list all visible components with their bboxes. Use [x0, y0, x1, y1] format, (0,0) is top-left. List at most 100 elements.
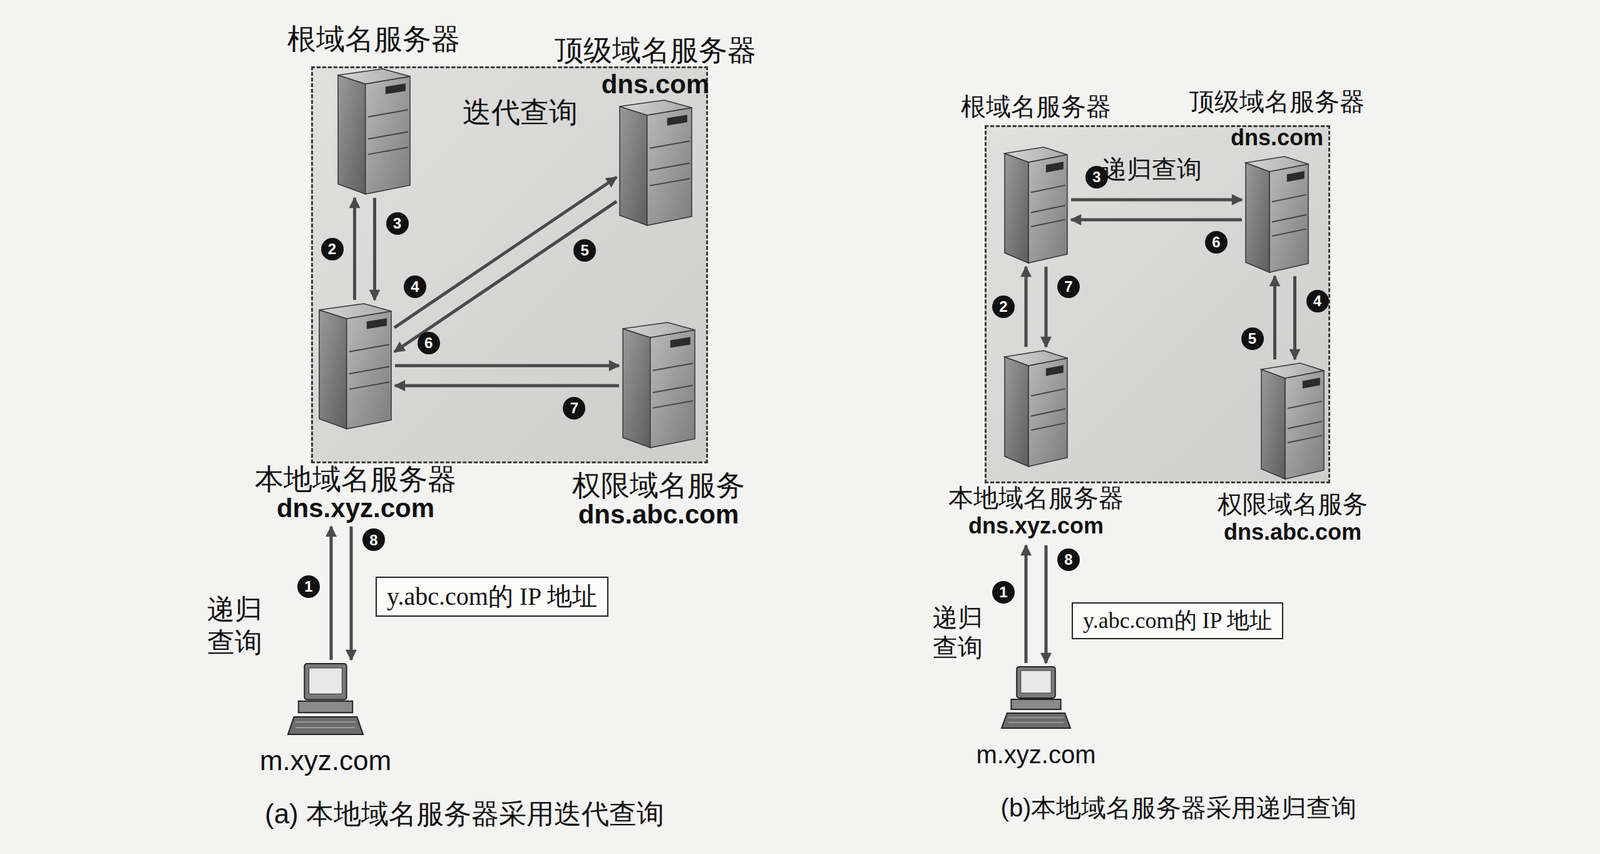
- server-front: [346, 311, 392, 429]
- dns-server: 本地域名服务器dns.xyz.com: [319, 303, 392, 523]
- server-panel: [1046, 161, 1064, 173]
- dns-server: 顶级域名服务器dns.com: [1245, 156, 1309, 273]
- query-arrow: [1071, 198, 1242, 202]
- server-panel: [1046, 364, 1064, 376]
- dns-server: 权限域名服务dns.abc.com: [1261, 363, 1324, 479]
- base-unit: [1010, 699, 1061, 710]
- server-front: [650, 329, 695, 448]
- answer-text: y.abc.com的 IP 地址: [386, 581, 598, 612]
- server-front: [1269, 164, 1309, 273]
- query-arrow: [394, 364, 620, 368]
- callout-number: 4: [403, 275, 427, 298]
- query-arrow: [1024, 266, 1028, 347]
- callout-number: 5: [1241, 327, 1264, 350]
- node-label: 顶级域名服务器: [554, 33, 757, 67]
- server-slot: [1271, 194, 1307, 202]
- callout-number: 1: [992, 580, 1015, 604]
- server-slot: [368, 109, 409, 117]
- server-icon: [338, 68, 411, 195]
- server-slot: [1030, 408, 1066, 416]
- computer-icon: [1001, 666, 1071, 730]
- query-type-label: 递归查询: [932, 602, 983, 663]
- key-row: [295, 727, 356, 729]
- callout-number: 2: [992, 295, 1015, 318]
- server-slot: [652, 363, 693, 370]
- query-arrow: [373, 197, 377, 300]
- server-side: [622, 328, 651, 448]
- server-top: [319, 303, 392, 319]
- query-arrow: [1044, 266, 1048, 347]
- server-slot: [652, 385, 693, 393]
- callout-number: 8: [362, 528, 385, 551]
- server-side: [1261, 369, 1286, 479]
- base-unit: [298, 701, 353, 713]
- server-top: [1004, 147, 1068, 163]
- node-label: 权限域名服务: [572, 468, 745, 503]
- server-panel: [667, 114, 688, 126]
- answer-box: y.abc.com的 IP 地址: [375, 576, 609, 617]
- node-label: 本地域名服务器: [948, 483, 1124, 513]
- node-label: m.xyz.com: [259, 744, 392, 777]
- server-panel: [1287, 170, 1305, 182]
- server-slot: [1287, 435, 1323, 443]
- host-computer: m.xyz.com: [287, 663, 364, 736]
- node-label: 根域名服务器: [287, 22, 461, 56]
- keyboard: [1001, 712, 1071, 729]
- server-icon: [619, 100, 692, 226]
- keyboard: [287, 716, 364, 735]
- callout-number: 6: [417, 331, 441, 355]
- server-icon: [1261, 363, 1324, 479]
- host-name: dns.xyz.com: [968, 512, 1104, 539]
- server-side: [1245, 162, 1270, 273]
- dns-region: 递归查询根域名服务器顶级域名服务器dns.com本地域名服务器dns.xyz.c…: [984, 125, 1331, 484]
- query-type-label: 递归查询: [207, 592, 263, 660]
- answer-box: y.abc.com的 IP 地址: [1071, 602, 1284, 640]
- server-slot: [349, 344, 390, 352]
- host-name: dns.com: [1230, 124, 1324, 151]
- dns-server: 根域名服务器: [1004, 147, 1068, 263]
- server-side: [319, 309, 347, 429]
- node-label: 本地域名服务器: [254, 462, 457, 496]
- screen: [1020, 670, 1052, 693]
- callout-number: 5: [573, 239, 596, 262]
- key-row: [1008, 721, 1064, 724]
- server-slot: [1287, 421, 1323, 429]
- server-front: [1285, 370, 1324, 479]
- server-icon: [1004, 147, 1068, 263]
- server-icon: [622, 322, 695, 448]
- server-slot: [1030, 219, 1066, 227]
- answer-text: y.abc.com的 IP 地址: [1082, 607, 1272, 635]
- server-panel: [1302, 377, 1321, 389]
- server-slot: [652, 400, 693, 408]
- query-arrow: [353, 197, 357, 300]
- server-slot: [1030, 388, 1066, 396]
- query-arrow: [1024, 545, 1028, 663]
- screen: [309, 667, 343, 694]
- server-front: [1028, 358, 1068, 467]
- callout-number: 1: [297, 575, 320, 598]
- region-title: 递归查询: [1101, 154, 1202, 184]
- server-top: [1261, 363, 1324, 379]
- query-arrow: [394, 384, 620, 388]
- dns-server: 权限域名服务dns.abc.com: [622, 322, 695, 448]
- query-arrow: [1273, 276, 1277, 360]
- dns-server: 本地域名服务器dns.xyz.com: [1004, 350, 1068, 542]
- server-top: [1245, 156, 1309, 172]
- query-arrow: [329, 526, 334, 660]
- server-slot: [349, 366, 390, 374]
- key-row: [295, 721, 356, 723]
- callout-number: 2: [321, 237, 344, 261]
- server-side: [1004, 153, 1029, 263]
- computer-icon: [287, 663, 364, 736]
- callout-number: 3: [1085, 165, 1108, 189]
- node-label: 根域名服务器: [960, 92, 1112, 121]
- host-name: dns.abc.com: [578, 499, 740, 530]
- node-label: 权限域名服务: [1217, 489, 1368, 519]
- server-icon: [1245, 156, 1309, 273]
- server-front: [647, 107, 692, 226]
- server-slot: [1030, 205, 1066, 213]
- server-slot: [1287, 401, 1323, 409]
- server-top: [622, 322, 695, 338]
